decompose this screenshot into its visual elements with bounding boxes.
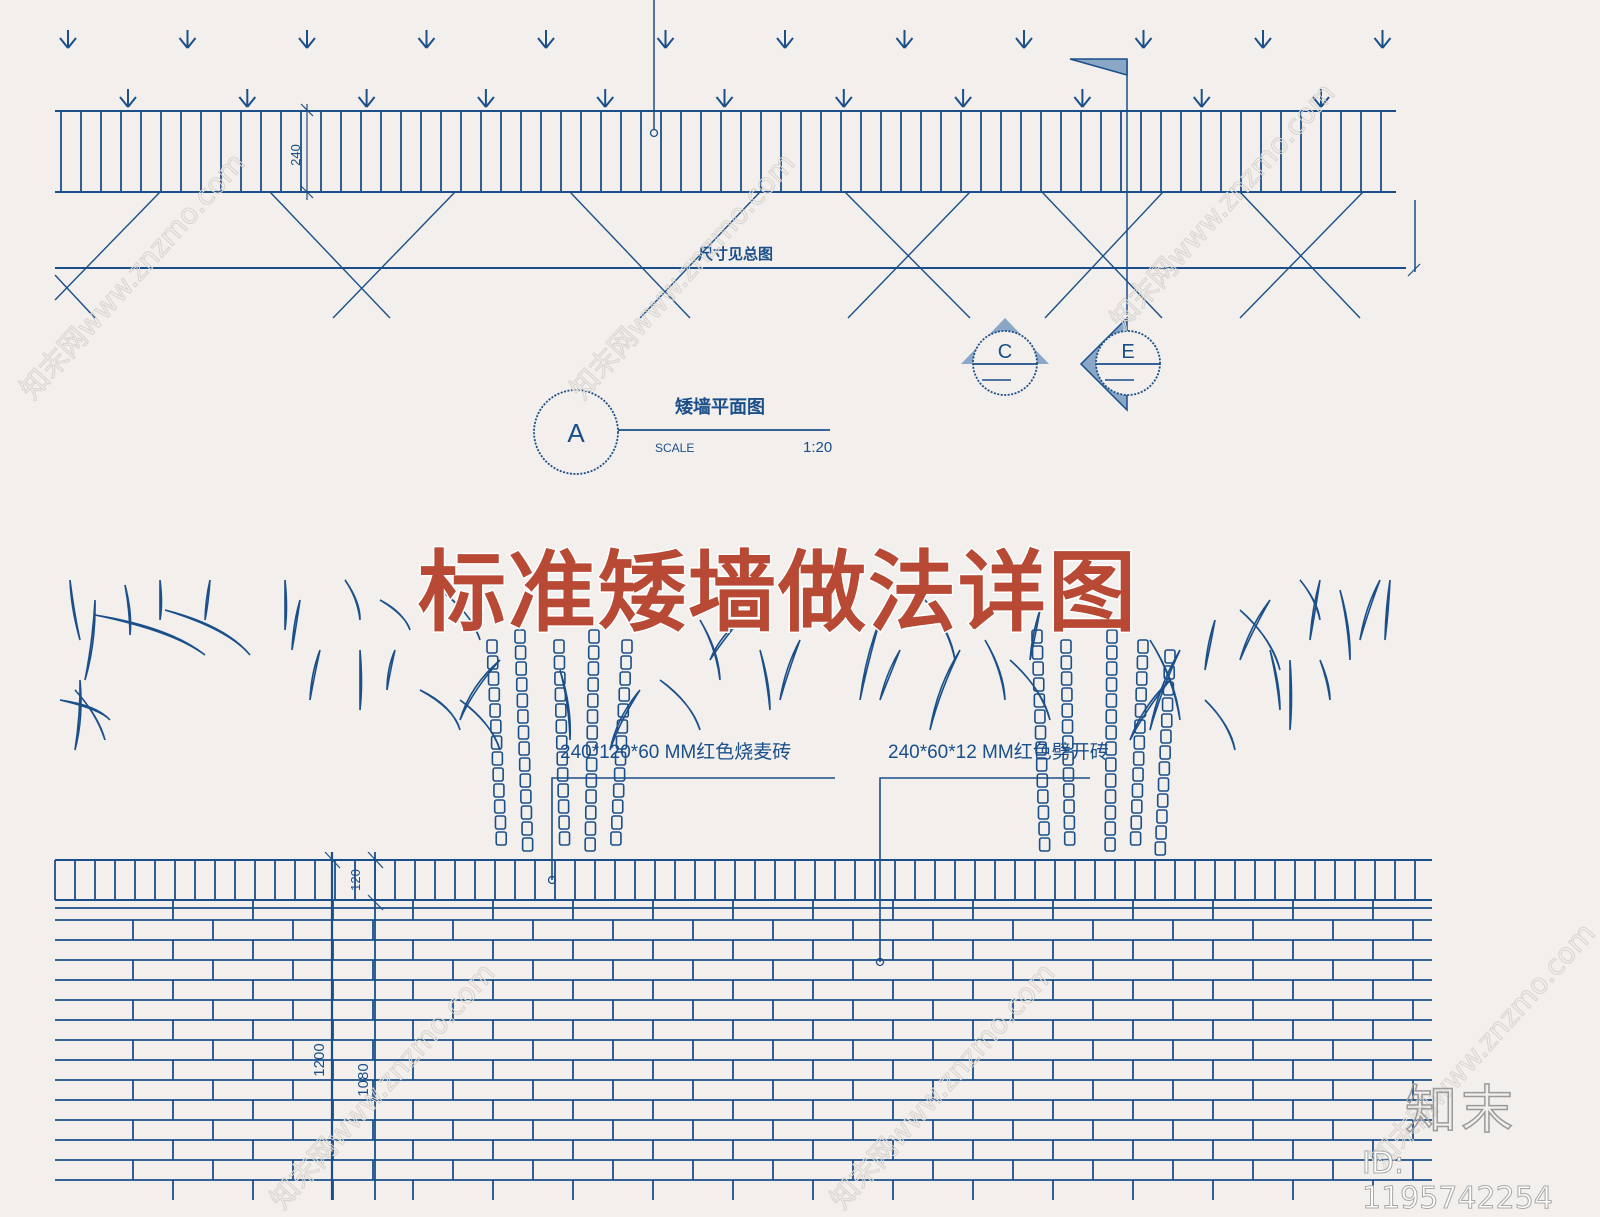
wall-elevation	[54, 777, 1432, 1200]
wall-brick-courses	[55, 899, 1432, 1200]
material-label-left: 240*120*60 MM红色烧麦砖	[560, 741, 791, 763]
material-label-right: 240*60*12 MM红色劈开砖	[888, 741, 1109, 763]
size-note-label: 尺寸见总图	[698, 245, 773, 263]
scale-label: SCALE	[655, 441, 694, 455]
view-callout-a	[533, 389, 830, 475]
wall-coping-bricks	[54, 860, 1416, 900]
section-letter-e: E	[1121, 341, 1134, 363]
watermark-id: ID: 1195742254	[1362, 1146, 1554, 1217]
dimension-120-label: 120	[348, 869, 363, 891]
section-marker-e	[1079, 316, 1161, 412]
arrow-row-middle	[119, 89, 1330, 108]
cross-brace-lines	[54, 191, 1364, 319]
dimension-1200-label: 1200	[311, 1043, 328, 1076]
watermark-logo: 知末	[1404, 1080, 1518, 1142]
section-letter-c: C	[998, 341, 1012, 363]
plan-view	[54, 0, 1421, 319]
dimension-1080-label: 1080	[355, 1063, 372, 1096]
arrow-row-top	[59, 30, 1392, 49]
scale-value: 1:20	[803, 439, 832, 456]
section-marker-c	[961, 318, 1049, 396]
coping-brick-lines	[60, 111, 1382, 192]
drawing-title: 标准矮墙做法详图	[416, 540, 1139, 646]
callout-letter-a: A	[567, 418, 585, 448]
bamboo-plant-sketch	[59, 579, 1391, 856]
plan-view-title: 矮墙平面图	[675, 396, 765, 417]
dimension-240-label: 240	[288, 144, 303, 166]
